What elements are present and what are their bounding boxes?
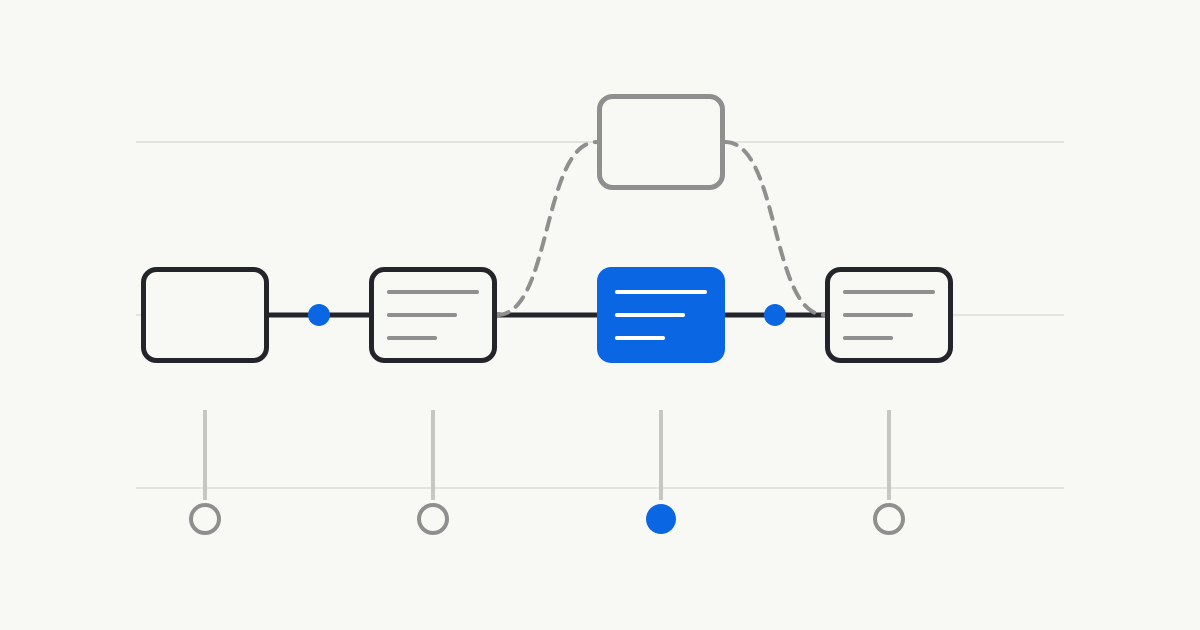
node-2 [369,267,497,363]
timeline-marker-3 [646,504,676,534]
node-1 [141,267,269,363]
connector-layer [269,140,827,326]
node-4 [825,267,953,363]
timeline-layer [189,410,905,535]
node-branch-box [597,94,725,190]
timeline-marker-2 [417,503,449,535]
node-layer [141,94,953,363]
timeline-marker-4 [873,503,905,535]
node-3 [597,267,725,363]
dashed-connector-node-branch-node-4 [723,140,827,317]
timeline-marker-1 [189,503,221,535]
node-branch [597,94,725,190]
node-1-box [141,267,269,363]
dashed-connector-node-2-node-branch [495,140,599,317]
connector-dot-node-1-node-2 [308,304,330,326]
connector-dot-node-3-node-4 [764,304,786,326]
